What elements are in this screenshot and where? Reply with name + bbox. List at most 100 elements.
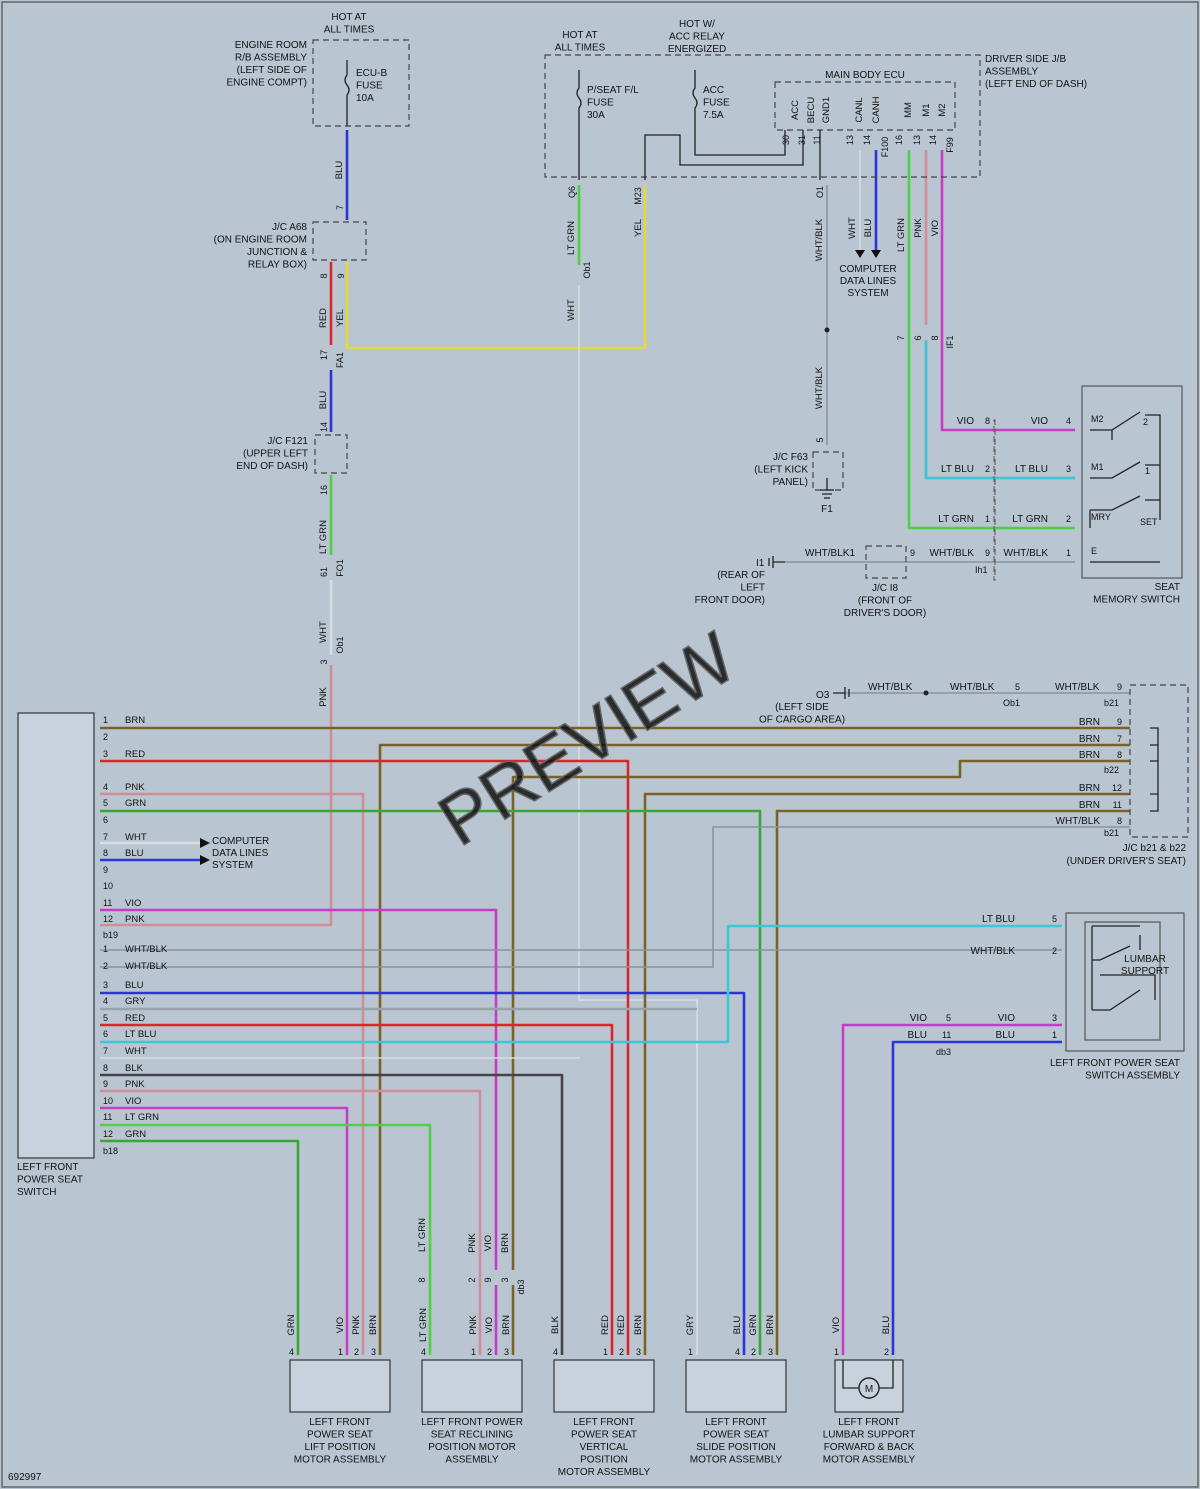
motor-label-line: POWER SEAT [571,1430,637,1441]
wire-ltblu-m1 [924,340,1075,480]
b19-wire-label: BLU [125,848,144,859]
lumbar-inner-label-line: SUPPORT [1121,966,1169,977]
motor-pin: 2 [487,1347,492,1357]
computer-data-ecu-line: SYSTEM [847,288,888,299]
motor-label-line: MOTOR ASSEMBLY [823,1455,916,1466]
seat-memory-switch-box [1081,385,1183,579]
wire-b18-6-ltblu [100,924,1062,1044]
pseat-fuse-label-line: P/SEAT F/L [587,85,639,96]
acc-fuse-label-line: FUSE [703,98,730,109]
conn-fo1: FO1 [335,559,345,577]
b18-pin: 2 [103,961,108,971]
arrow-b19-7 [200,838,210,848]
wire-label-fa1-17: 17 [319,350,330,361]
b19-wire-label: PNK [125,914,145,925]
pin-o1: O1 [815,186,825,198]
ecu-pin: 13 [912,135,922,145]
jc-i8-box [865,545,907,579]
engine-room-rb-label-line: ENGINE COMPT) [226,78,307,89]
motor-label-line: LEFT FRONT [573,1417,634,1428]
motor-label-line: SEAT RECLINING [431,1430,514,1441]
f121-pin-14: 14 [319,422,329,432]
ob1-pin-8: 8 [930,335,940,340]
computer-data-b19-line: SYSTEM [212,860,253,871]
lumbar-pin-5: 5 [1052,914,1057,924]
wire-pnk-ob1 [100,665,333,927]
motor-label-line: LEFT FRONT [838,1417,899,1428]
hot-all-times-2-line: HOT AT [562,30,597,41]
recline-db3-pin: 8 [417,1277,427,1282]
jc-f121-label-line: (UPPER LEFT [243,449,308,460]
ground-i1-label-line: (REAR OF [717,570,765,581]
motor-wire-label: BRN [765,1315,776,1335]
memory-wire-left-label: WHT/BLK [930,548,975,559]
f63-pin-5: 5 [815,437,825,442]
lumbar-pin-11: 11 [942,1030,951,1040]
b18-pin: 11 [103,1112,112,1122]
fuse-acc-symbol [692,70,786,156]
ground-i1-id: I1 [756,558,765,569]
b18-pin: 7 [103,1046,108,1056]
motor-label-line: LEFT FRONT [309,1417,370,1428]
lumbar-vio-left: VIO [910,1013,927,1024]
wire-vio-m2 [940,150,1075,432]
jc-b21-wire-label: WHT/BLK [1056,816,1101,827]
ob1-pin-6: 6 [913,335,923,340]
memory-switch-pin: 4 [1066,416,1071,426]
wire-label-blu: BLU [334,161,345,180]
motor-wire-label: BRN [368,1315,379,1335]
memory-pin-ecu-side: 8 [985,416,990,426]
seat-memory-label-line: SEAT [1155,582,1180,593]
ecu-terminal: CANH [871,96,882,123]
memory-wire-right-label: WHT/BLK [1004,548,1049,559]
lumbar-switch-label-line: SWITCH ASSEMBLY [1085,1071,1180,1082]
hot-all-times-1-line: HOT AT [331,12,366,23]
motor-pin: 2 [619,1347,624,1357]
ecu-pin: 14 [862,135,872,145]
b19-pin: 6 [103,815,108,825]
ground-o3-symbol [833,687,850,699]
conn-fa1: FA1 [335,352,345,368]
memory-switch-pin: 3 [1066,464,1071,474]
ecu-pin: 13 [845,135,855,145]
jc-i8-label-line: DRIVER'S DOOR) [844,608,926,619]
pseat-fuse-label-line: 30A [587,110,605,121]
conn-db3-recline: db3 [516,1279,526,1294]
jc-a68-box [312,221,367,261]
ground-i1-label-line: FRONT DOOR) [695,595,765,606]
lumbar-wire-whtblk: WHT/BLK [971,946,1016,957]
engine-room-rb-label-line: (LEFT SIDE OF [237,65,307,76]
b19-pin: 10 [103,881,113,891]
wire-label-blu-2: BLU [318,391,329,410]
b18-wire-label: PNK [125,1079,145,1090]
memory-contact-set: SET [1140,517,1158,527]
motor-pin: 3 [371,1347,376,1357]
memory-switch-term: MRY [1091,512,1111,522]
motor-wire-label: VIO [335,1317,346,1333]
wire-label-ltgrn: LT GRN [318,520,329,554]
motor-pin: 2 [354,1347,359,1357]
o3-wire-2: WHT/BLK [950,682,995,693]
ecu-pin: 30 [781,135,791,145]
wire-b18-5-red [100,1023,614,1355]
motor-pin: 4 [289,1347,294,1357]
main-body-ecu-label: MAIN BODY ECU [825,70,905,81]
wire-brn-b22-8 [511,759,1130,1270]
motor-label-line: LUMBAR SUPPORT [823,1430,916,1441]
b18-wire-label: RED [125,1013,145,1024]
b19-wire-label: BRN [125,715,145,726]
acc-fuse-label-line: 7.5A [703,110,724,121]
main-body-ecu-box [774,81,956,131]
lumbar-pin-5b: 5 [946,1013,951,1023]
memory-pin-ecu-side: 2 [985,464,990,474]
o3-pin-5: 5 [1015,682,1020,692]
whtblk1-label: WHT/BLK1 [805,548,855,559]
wire-b18-11-ltgrn [100,1123,432,1355]
motor-wire-label: BRN [633,1315,644,1335]
jc-b21-pin: 8 [1117,750,1122,760]
wire-label-red: RED [318,308,329,328]
ecu-pin: 16 [894,135,904,145]
lumbar-switch-contacts [1091,925,1156,1011]
computer-data-b19-line: COMPUTER [212,836,269,847]
a68-pin-8: 8 [319,273,329,278]
